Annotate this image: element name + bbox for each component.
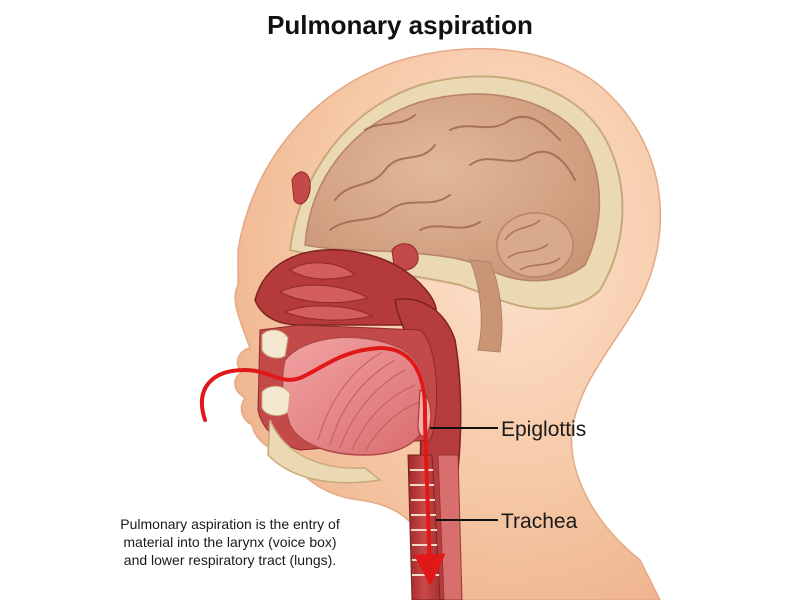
mandible bbox=[267, 419, 382, 484]
aspiration-arrow bbox=[199, 345, 446, 586]
brain-stem bbox=[469, 259, 503, 353]
tongue-muscle-fibers bbox=[317, 351, 421, 453]
brain-folds bbox=[329, 114, 576, 231]
nasal-turbinates bbox=[278, 262, 374, 321]
lower-teeth bbox=[261, 385, 291, 416]
frontal-sinus bbox=[291, 171, 311, 205]
epiglottis-label: Epiglottis bbox=[501, 418, 587, 441]
upper-teeth bbox=[261, 329, 289, 359]
caption-text: Pulmonary aspiration is the entry of mat… bbox=[120, 516, 340, 568]
cerebellum bbox=[496, 212, 574, 278]
trachea-label: Trachea bbox=[501, 510, 578, 533]
page-title: Pulmonary aspiration bbox=[267, 10, 533, 40]
